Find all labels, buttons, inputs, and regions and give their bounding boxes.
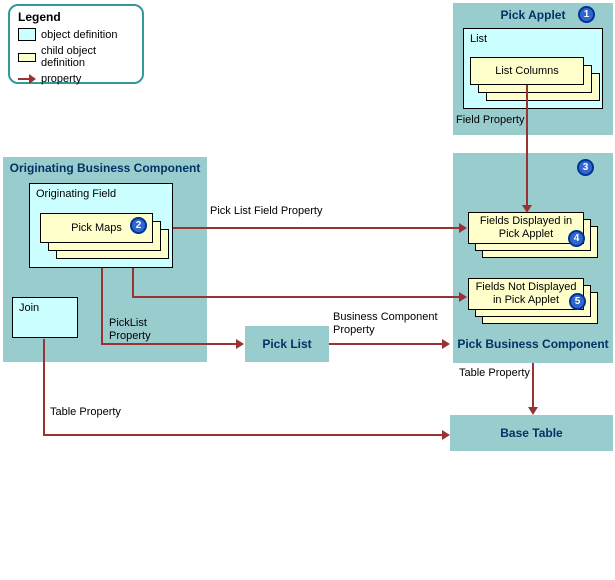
connector-fields-not-displayed-v — [132, 268, 134, 298]
connector-picklist-property-v — [101, 268, 103, 345]
object-definition-swatch — [18, 28, 36, 41]
step-badge-2: 2 — [130, 217, 147, 234]
arrowhead-table-property-right — [528, 407, 538, 415]
legend-item-object-definition: object definition — [18, 28, 134, 41]
picklist-property-label: PickList Property — [109, 317, 151, 342]
originating-business-component-title: Originating Business Component — [9, 161, 201, 175]
business-component-property-label: Business Component Property — [333, 311, 438, 336]
table-property-right-label: Table Property — [459, 367, 530, 379]
arrowhead-business-component-property — [442, 339, 450, 349]
pick-list-field-property-label: Pick List Field Property — [210, 205, 323, 217]
step-badge-5: 5 — [569, 293, 586, 310]
connector-table-property-left-v — [43, 339, 45, 436]
legend-item-child-object-definition: child object definition — [18, 45, 134, 69]
property-arrow-icon — [18, 74, 36, 84]
base-table-title: Base Table — [500, 426, 563, 440]
arrowhead-field-property — [522, 205, 532, 213]
connector-business-component-property — [329, 343, 443, 345]
pick-list-box: Pick List — [245, 326, 329, 362]
originating-business-component-container: Originating Business Component Originati… — [3, 157, 207, 362]
arrowhead-table-property-left — [442, 430, 450, 440]
field-property-label: Field Property — [456, 114, 525, 126]
pick-applet-title: Pick Applet — [500, 8, 566, 22]
legend: Legend object definition child object de… — [8, 4, 144, 85]
join-label: Join — [19, 302, 40, 314]
originating-field-label: Originating Field — [36, 188, 117, 200]
connector-table-property-left-h — [43, 434, 442, 436]
pick-list-title: Pick List — [262, 337, 312, 351]
pick-business-component-container: 3 Fields Displayed in Pick Applet 4 Fiel… — [453, 153, 613, 363]
fields-displayed-stack: Fields Displayed in Pick Applet 4 — [468, 212, 598, 258]
list-columns-stack: List Columns — [470, 57, 600, 101]
connector-fields-not-displayed-h — [132, 296, 460, 298]
legend-item-label: object definition — [41, 28, 118, 41]
connector-picklist-property-h — [101, 343, 237, 345]
fields-displayed-box: Fields Displayed in Pick Applet — [468, 212, 584, 244]
legend-item-label: child object definition — [41, 45, 97, 69]
arrowhead-pick-list-field-property — [459, 223, 467, 233]
child-object-definition-swatch — [18, 52, 36, 62]
legend-item-property: property — [18, 73, 134, 85]
step-badge-4: 4 — [568, 230, 585, 247]
join-box: Join — [12, 297, 78, 338]
arrowhead-fields-not-displayed — [459, 292, 467, 302]
arrowhead-picklist-property — [236, 339, 244, 349]
originating-field-box: Originating Field Pick Maps 2 — [29, 183, 173, 268]
base-table-box: Base Table — [450, 415, 613, 451]
connector-table-property-right — [532, 363, 534, 408]
fields-not-displayed-stack: Fields Not Displayed in Pick Applet 5 — [468, 278, 598, 324]
legend-item-label: property — [41, 73, 82, 85]
step-badge-1: 1 — [578, 6, 595, 23]
connector-field-property — [526, 85, 528, 206]
connector-pick-list-field-property — [173, 227, 460, 229]
legend-title: Legend — [18, 10, 61, 24]
list-columns-box: List Columns — [470, 57, 584, 85]
pick-maps-stack: Pick Maps 2 — [40, 213, 169, 259]
pick-applet-container: Pick Applet 1 List List Columns Field Pr… — [453, 3, 613, 135]
step-badge-3: 3 — [577, 159, 594, 176]
fields-not-displayed-box: Fields Not Displayed in Pick Applet — [468, 278, 584, 310]
table-property-left-label: Table Property — [50, 406, 121, 418]
list-label: List — [470, 33, 488, 45]
pick-business-component-title: Pick Business Component — [457, 337, 609, 351]
list-object-box: List List Columns — [463, 28, 603, 109]
